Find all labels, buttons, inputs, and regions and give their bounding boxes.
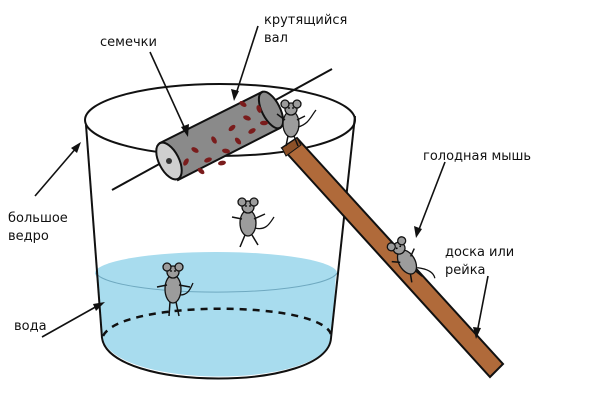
plank-arrow [476, 275, 489, 334]
mouse-eye [170, 270, 172, 272]
mouse-eye [395, 247, 398, 250]
mouse-arrowhead [414, 226, 422, 238]
seed [234, 137, 242, 145]
mouse-falling [231, 197, 275, 248]
mouse-eye [288, 107, 290, 109]
seed [256, 105, 262, 113]
seed [211, 136, 217, 144]
mouse-eye [245, 205, 247, 207]
seeds-arrow [149, 51, 187, 132]
roller-label-line1: крутящийся [264, 13, 347, 28]
mouse-on-roller [276, 99, 317, 147]
mouse-eye [249, 205, 251, 207]
roller-far-end [257, 90, 285, 130]
bucket-left-wall [85, 124, 103, 339]
seed [260, 120, 268, 126]
bucket-label-line1: большое [8, 211, 68, 226]
mouse-arrow [417, 161, 446, 233]
water-fill [96, 273, 336, 377]
seed [228, 124, 236, 132]
mouse-eye [292, 107, 294, 109]
plank-arrowhead [473, 327, 481, 339]
seed [218, 160, 226, 166]
water-label: вода [14, 319, 47, 334]
seed [191, 147, 199, 153]
water-edge-line [95, 272, 338, 293]
seeds-arrowhead [181, 124, 189, 137]
water-surface [95, 252, 337, 294]
bucket-arrowhead [71, 142, 81, 153]
seed [248, 128, 256, 134]
mouse-in-water [156, 262, 194, 317]
bucket-bottom-front [101, 337, 332, 380]
roller-label-line2: вал [264, 31, 288, 46]
bucket [84, 83, 356, 380]
seed [183, 158, 189, 166]
roller-arrowhead [231, 89, 239, 101]
seed [243, 115, 251, 121]
seeds-group [183, 101, 268, 175]
bucket-label-line2: ведро [8, 229, 49, 244]
bucket-arrow [34, 146, 78, 197]
seed [222, 148, 230, 154]
water-arrow [41, 304, 100, 338]
rotating-roller [111, 68, 333, 191]
bucket-right-wall [330, 115, 356, 339]
roller-arrow [235, 25, 259, 95]
mouse-eye [174, 270, 176, 272]
mouse-eye [399, 245, 402, 248]
seed [239, 101, 247, 107]
plank-label-line2: рейка [445, 263, 486, 278]
roller-axle-hole [166, 158, 172, 164]
hungry-mouse [386, 236, 436, 283]
seed [197, 167, 205, 175]
label-arrows [34, 25, 489, 339]
water-arrowhead [93, 302, 105, 311]
bucket-bottom-back [101, 307, 333, 337]
seed [204, 157, 212, 163]
seeds-label: семечки [100, 35, 157, 50]
plank-label-line1: доска или [445, 245, 514, 260]
mouse-label: голодная мышь [423, 149, 531, 164]
